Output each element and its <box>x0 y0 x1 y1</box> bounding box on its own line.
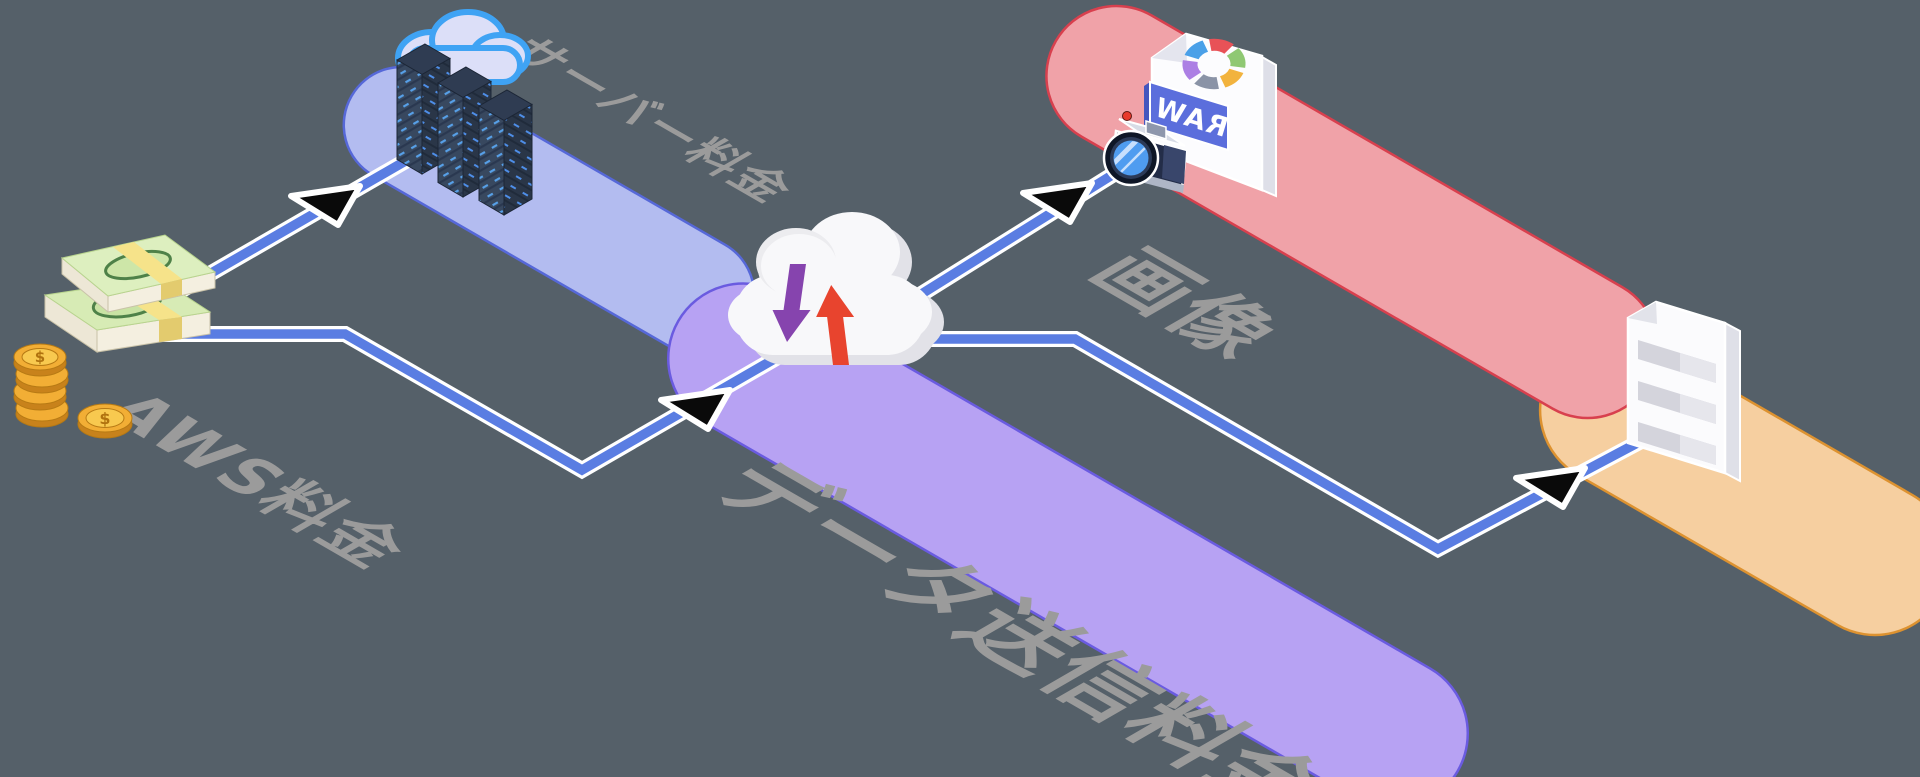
arrowhead-to-camera <box>1020 180 1095 225</box>
money-icon <box>43 234 217 353</box>
document-icon <box>1626 300 1741 483</box>
arrowhead-to-document <box>1513 465 1588 510</box>
upload-arrow-icon <box>816 285 855 365</box>
svg-text:$: $ <box>35 348 45 366</box>
download-arrow-icon <box>772 264 811 342</box>
svg-text:$: $ <box>99 409 110 428</box>
raw-file-badge: RAW <box>1144 80 1231 152</box>
server-rack-icon <box>395 43 534 216</box>
band-data-transfer <box>666 282 1470 777</box>
arrowhead-to-server <box>288 183 363 228</box>
transfer-cloud-icon <box>728 212 944 365</box>
coins-icon: $ $ <box>13 343 133 439</box>
arrowhead-to-cloud <box>658 387 733 432</box>
document-text-lines <box>1638 340 1716 465</box>
camera-icon <box>1102 111 1188 193</box>
